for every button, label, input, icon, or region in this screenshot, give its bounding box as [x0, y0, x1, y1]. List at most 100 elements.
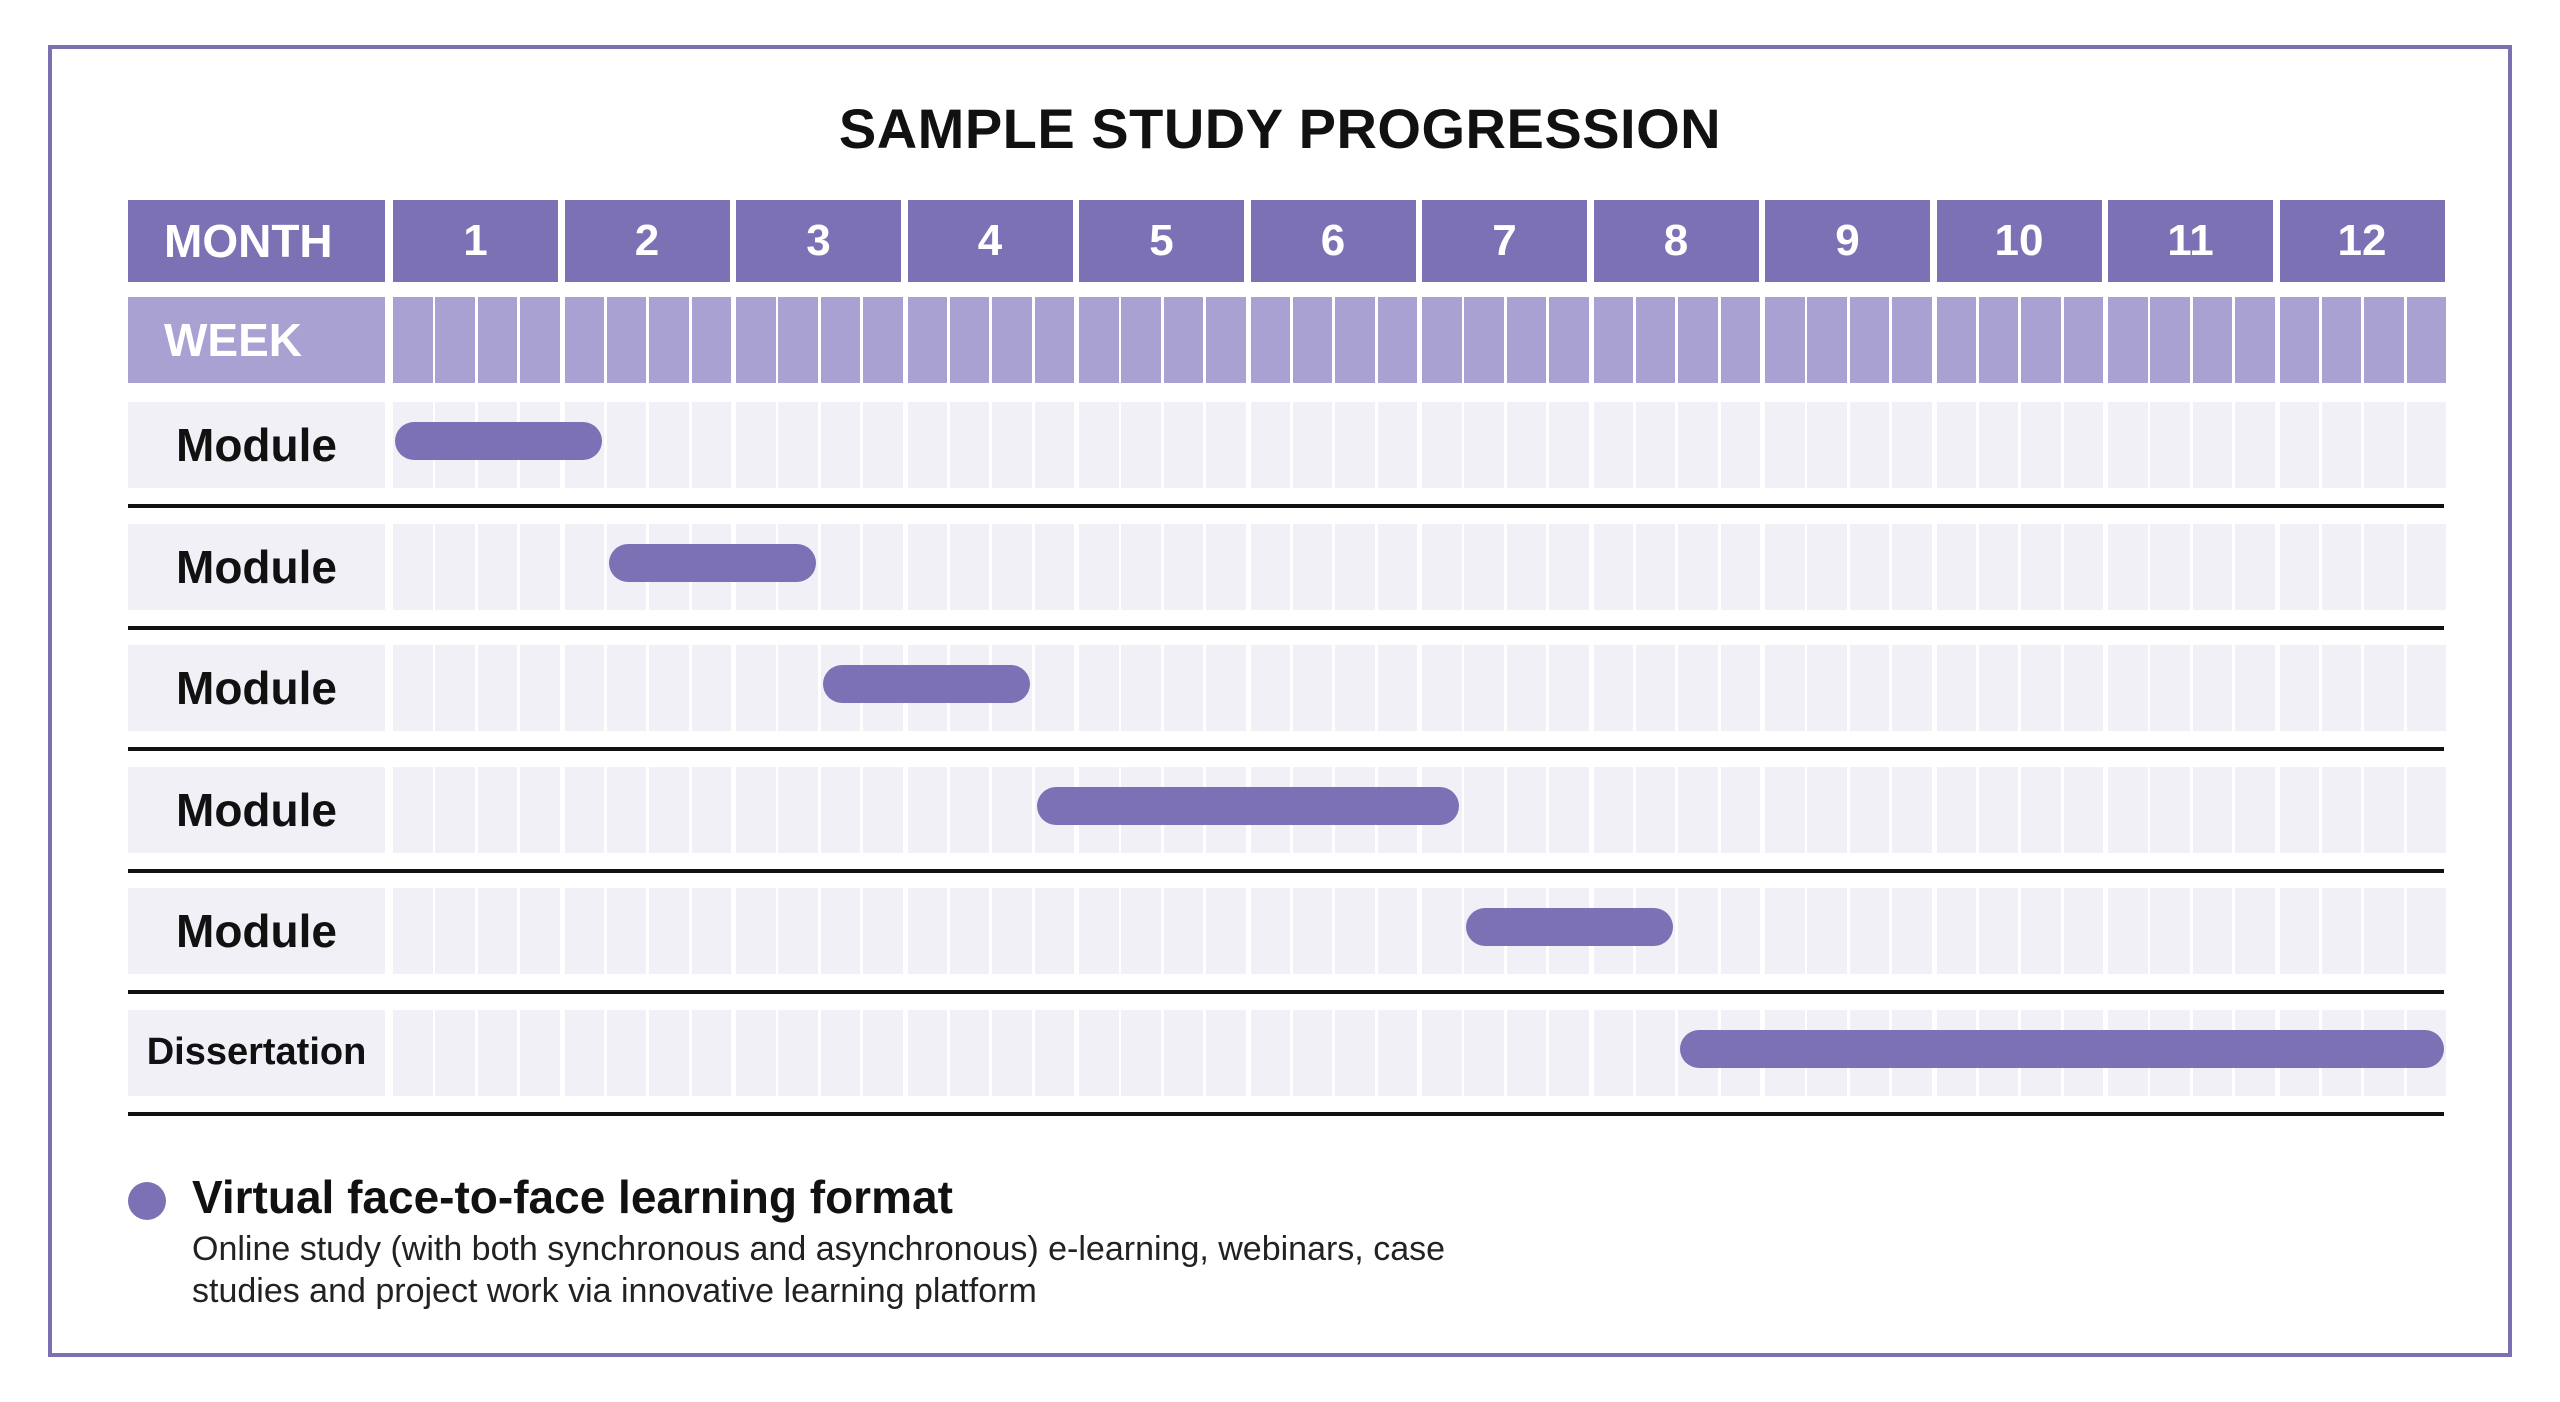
grid-cell	[1034, 888, 1075, 974]
grid-cell	[2364, 645, 2404, 731]
grid-cell	[1121, 1009, 1161, 1096]
grid-cell	[2150, 645, 2190, 731]
month-cell: 12	[2279, 200, 2445, 282]
grid-cell	[2279, 766, 2319, 853]
grid-cell	[477, 645, 518, 731]
week-cell	[1892, 297, 1932, 383]
grid-cell	[1292, 645, 1333, 731]
grid-cell	[1978, 766, 2019, 853]
grid-cell	[1892, 402, 1932, 488]
progress-bar	[1680, 1029, 2445, 1068]
week-cell	[393, 297, 433, 383]
week-cell	[1978, 297, 2019, 383]
grid-cell	[1464, 766, 1504, 853]
grid-cell	[820, 1009, 861, 1096]
grid-cell	[1335, 402, 1375, 488]
grid-cell	[1849, 766, 1890, 853]
grid-cell	[1250, 645, 1290, 731]
row-label: Dissertation	[128, 1009, 385, 1096]
legend-marker	[128, 1182, 166, 1220]
grid-cell	[1549, 1009, 1589, 1096]
week-cell	[1206, 297, 1246, 383]
grid-cell	[2108, 888, 2148, 974]
grid-cell	[2108, 402, 2148, 488]
legend-title: Virtual face-to-face learning format	[192, 1171, 953, 1223]
grid-cell	[1807, 888, 1847, 974]
grid-cell	[1720, 888, 1761, 974]
grid-cell	[1377, 645, 1418, 731]
week-cell	[520, 297, 560, 383]
month-cell: 11	[2108, 200, 2273, 282]
week-cell	[1121, 297, 1161, 383]
row-label: Module	[128, 766, 385, 853]
grid-cell	[1892, 888, 1932, 974]
grid-cell	[736, 402, 776, 488]
outer-frame	[48, 45, 2512, 1357]
week-cell	[736, 297, 776, 383]
grid-cell	[1335, 888, 1375, 974]
grid-cell	[2406, 888, 2447, 974]
grid-cell	[907, 523, 947, 610]
grid-cell	[1720, 645, 1761, 731]
grid-cell	[1292, 402, 1333, 488]
month-cell: 10	[1936, 200, 2102, 282]
grid-cell	[2192, 766, 2233, 853]
grid-cell	[691, 1009, 732, 1096]
grid-cell	[2150, 523, 2190, 610]
grid-cell	[691, 645, 732, 731]
week-cell	[863, 297, 903, 383]
grid-cell	[907, 888, 947, 974]
grid-cell	[992, 523, 1032, 610]
grid-cell	[2321, 645, 2362, 731]
grid-cell	[2364, 766, 2404, 853]
grid-cell	[520, 645, 560, 731]
grid-cell	[1978, 645, 2019, 731]
grid-cell	[907, 402, 947, 488]
grid-cell	[564, 888, 604, 974]
grid-cell	[1678, 888, 1718, 974]
grid-cell	[2108, 523, 2148, 610]
row-label: Module	[128, 523, 385, 610]
month-cell: 3	[736, 200, 901, 282]
grid-cell	[1593, 402, 1633, 488]
grid-cell	[1206, 523, 1246, 610]
week-cell	[1936, 297, 1976, 383]
week-cell	[1506, 297, 1547, 383]
grid-cell	[1335, 645, 1375, 731]
grid-cell	[1250, 888, 1290, 974]
grid-cell	[691, 888, 732, 974]
week-cell	[992, 297, 1032, 383]
grid-cell	[1163, 523, 1204, 610]
grid-cell	[1250, 1009, 1290, 1096]
grid-cell	[1121, 645, 1161, 731]
grid-cell	[949, 766, 990, 853]
grid-cell	[2235, 523, 2275, 610]
week-cell	[2235, 297, 2275, 383]
grid-cell	[2321, 766, 2362, 853]
grid-cell	[1936, 888, 1976, 974]
month-cell: 4	[907, 200, 1073, 282]
grid-cell	[1892, 766, 1932, 853]
grid-cell	[649, 645, 689, 731]
week-cell	[1720, 297, 1761, 383]
week-cell	[606, 297, 647, 383]
grid-cell	[1978, 523, 2019, 610]
grid-cell	[1206, 1009, 1246, 1096]
week-cell	[949, 297, 990, 383]
grid-cell	[1377, 523, 1418, 610]
grid-cell	[2192, 645, 2233, 731]
grid-cell	[1678, 523, 1718, 610]
grid-cell	[1034, 645, 1075, 731]
grid-cell	[2364, 888, 2404, 974]
grid-cell	[1422, 523, 1462, 610]
grid-cell	[1163, 1009, 1204, 1096]
week-cell	[2192, 297, 2233, 383]
grid-cell	[736, 888, 776, 974]
grid-cell	[649, 766, 689, 853]
grid-cell	[863, 402, 903, 488]
grid-cell	[1635, 402, 1676, 488]
grid-cell	[649, 1009, 689, 1096]
week-cell	[1593, 297, 1633, 383]
grid-cell	[1506, 523, 1547, 610]
grid-cell	[1936, 766, 1976, 853]
